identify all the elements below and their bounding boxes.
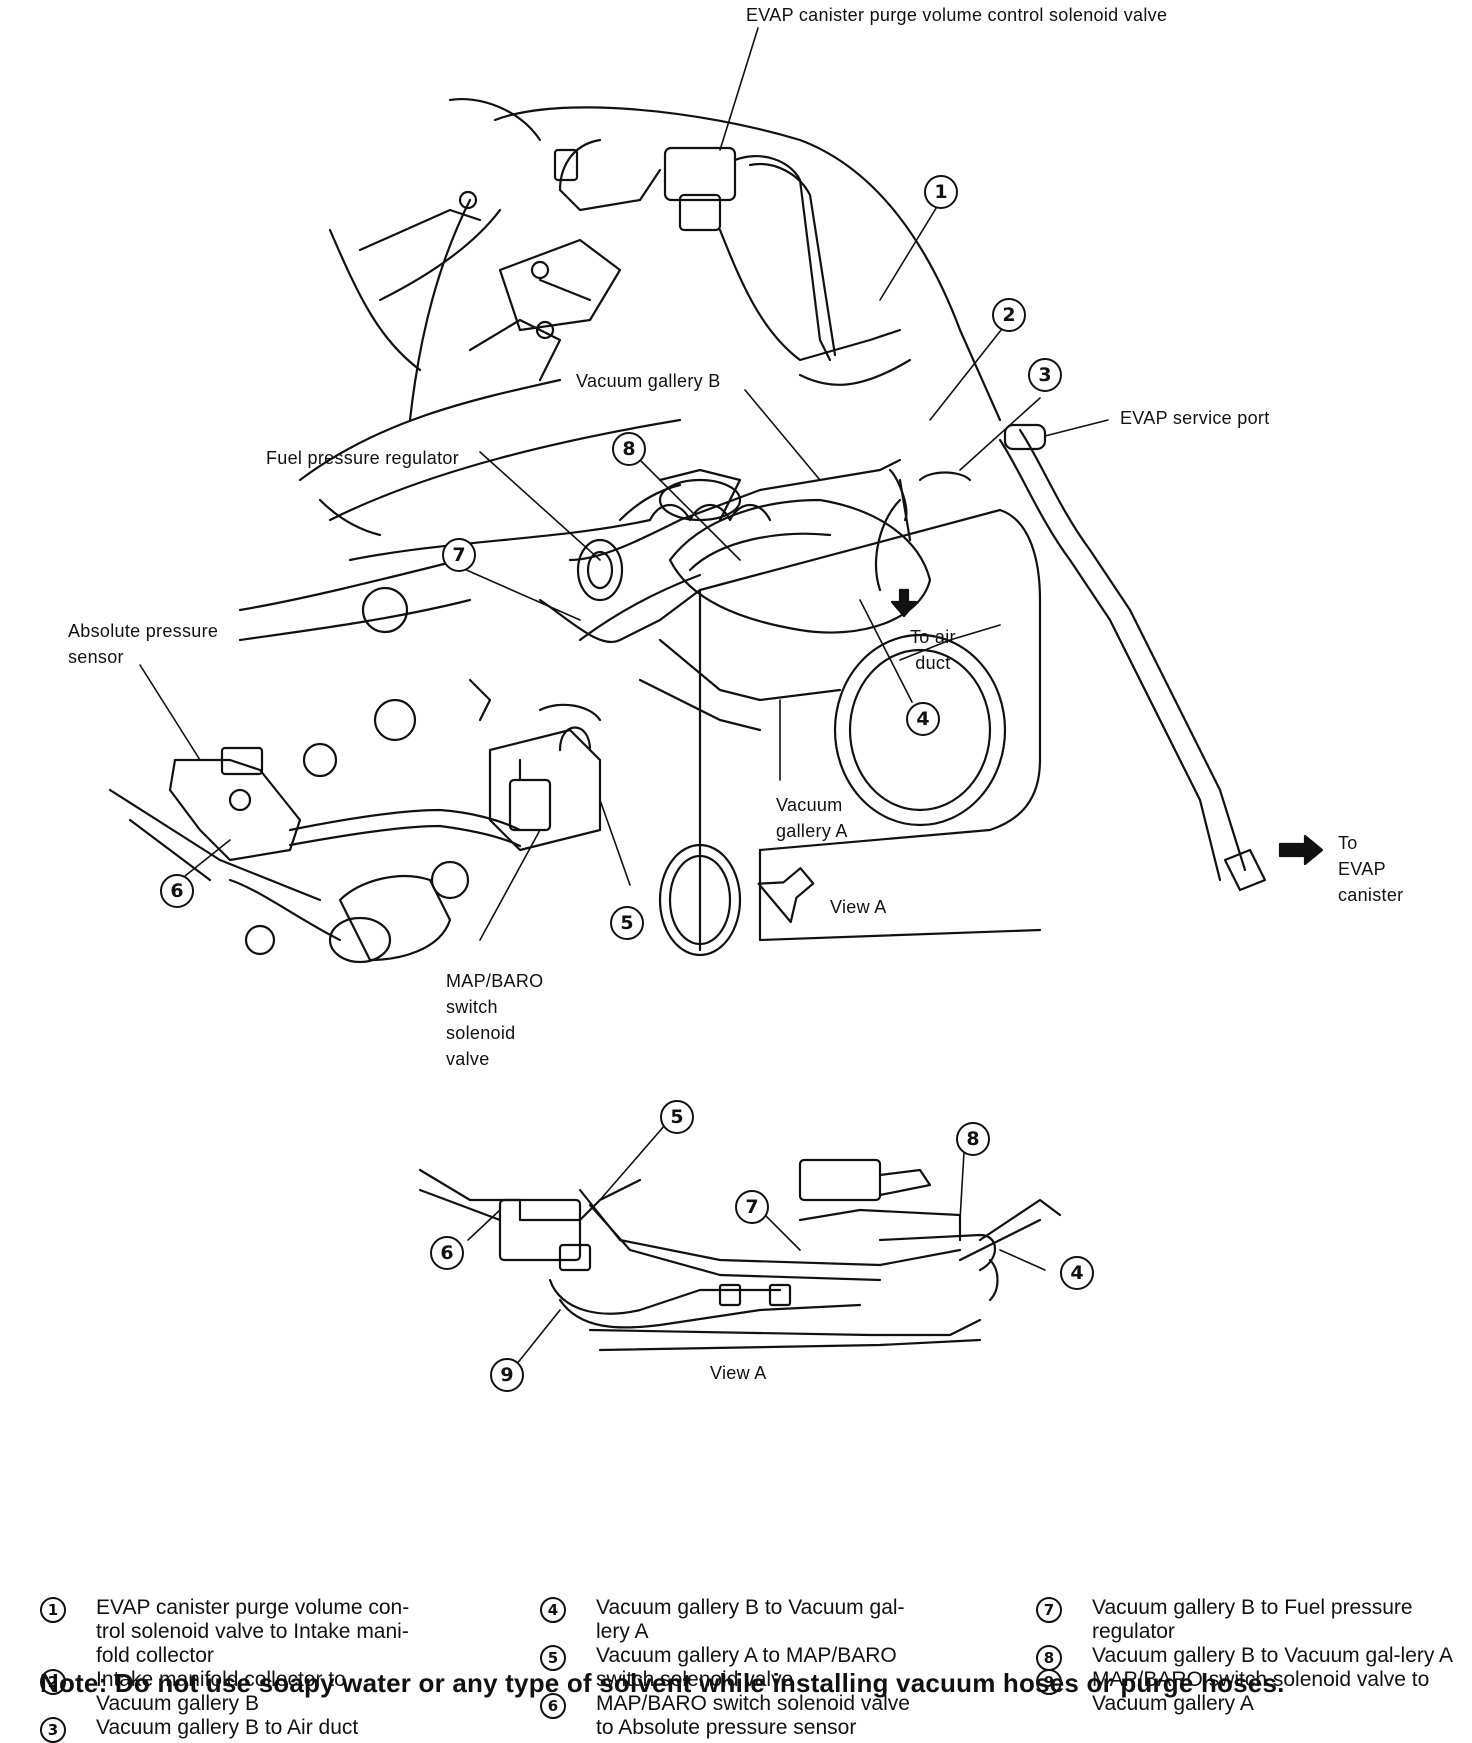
view-a-callout-8: 8 xyxy=(956,1122,990,1156)
legend-num-2: 2 xyxy=(40,1669,66,1695)
view-a-callout-7: 7 xyxy=(735,1190,769,1224)
label-map-baro-line3: solenoid xyxy=(446,1023,516,1043)
installation-note: Note: Do not use soapy water or any type… xyxy=(40,1668,1285,1698)
legend-num-5: 5 xyxy=(540,1645,566,1671)
legend-item-3: 3 Vacuum gallery B to Air duct xyxy=(40,1716,416,1743)
view-a-hose-routing xyxy=(418,1158,1062,1352)
legend-text-1: EVAP canister purge volume con-trol sole… xyxy=(96,1596,410,1667)
callout-3: 3 xyxy=(1028,358,1062,392)
callout-2: 2 xyxy=(992,298,1026,332)
callout-6: 6 xyxy=(160,874,194,908)
callout-4: 4 xyxy=(906,702,940,736)
label-view-a-bottom: View A xyxy=(710,1363,767,1383)
legend-item-5: 5 Vacuum gallery A to MAP/BARO switch so… xyxy=(540,1644,916,1692)
legend-text-5: Vacuum gallery A to MAP/BARO switch sole… xyxy=(596,1644,897,1691)
legend-num-6: 6 xyxy=(540,1693,566,1719)
label-to-evap-line2: EVAP xyxy=(1338,859,1386,879)
legend-text-9: MAP/BARO switch solenoid valve to Vacuum… xyxy=(1092,1668,1430,1715)
legend-item-4: 4 Vacuum gallery B to Vacuum gal-lery A xyxy=(540,1596,916,1644)
legend-text-3: Vacuum gallery B to Air duct xyxy=(96,1716,359,1739)
label-vacuum-gallery-a-line2: gallery A xyxy=(776,821,848,841)
evap-purge-solenoid xyxy=(553,138,912,386)
legend-text-8: Vacuum gallery B to Vacuum gal-lery A xyxy=(1092,1644,1454,1667)
legend-num-7: 7 xyxy=(1036,1597,1062,1623)
label-fuel-pressure-regulator: Fuel pressure regulator xyxy=(266,448,459,468)
throttle-body xyxy=(658,498,1042,957)
view-a-callout-5: 5 xyxy=(660,1100,694,1134)
legend-num-9: 9 xyxy=(1036,1669,1062,1695)
legend-item-2: 2 Intake manifold collector to Vacuum ga… xyxy=(40,1668,416,1716)
callout-5: 5 xyxy=(610,906,644,940)
view-a-arrow xyxy=(757,867,815,924)
legend-column-1: 1 EVAP canister purge volume con-trol so… xyxy=(40,1596,416,1743)
evap-service-port-hose xyxy=(998,423,1324,892)
label-evap-purge-valve: EVAP canister purge volume control solen… xyxy=(746,5,1168,25)
label-absolute-pressure-sensor: Absolute pressure sensor xyxy=(68,618,218,670)
label-map-baro-line4: valve xyxy=(446,1049,490,1069)
legend-item-8: 8 Vacuum gallery B to Vacuum gal-lery A xyxy=(1036,1644,1462,1671)
vacuum-gallery-hoses xyxy=(538,458,972,732)
label-view-a-top: View A xyxy=(830,897,887,917)
view-a-callout-6: 6 xyxy=(430,1236,464,1270)
legend-item-7: 7 Vacuum gallery B to Fuel pressure regu… xyxy=(1036,1596,1462,1644)
lower-manifold-parts xyxy=(244,586,492,964)
legend-text-6: MAP/BARO switch solenoid valve to Absolu… xyxy=(596,1692,910,1739)
label-map-baro-line2: switch xyxy=(446,997,498,1017)
label-to-air-duct: To air duct xyxy=(910,624,956,676)
legend-item-1: 1 EVAP canister purge volume con-trol so… xyxy=(40,1596,416,1668)
label-evap-service-port: EVAP service port xyxy=(1120,408,1270,428)
label-map-baro-solenoid: MAP/BARO switch solenoid valve xyxy=(446,968,543,1072)
label-vacuum-gallery-a: Vacuum gallery A xyxy=(776,792,848,844)
label-to-evap-canister: To EVAP canister xyxy=(1338,830,1403,908)
view-a-callout-4: 4 xyxy=(1060,1256,1094,1290)
to-air-duct-arrow xyxy=(890,588,918,618)
label-to-evap-line1: To xyxy=(1338,833,1358,853)
legend-text-2: Intake manifold collector to Vacuum gall… xyxy=(96,1668,346,1715)
legend-num-3: 3 xyxy=(40,1717,66,1743)
leader-lines xyxy=(139,27,1109,941)
intake-manifold xyxy=(108,98,1002,942)
view-a-callout-9: 9 xyxy=(490,1358,524,1392)
legend-item-6: 6 MAP/BARO switch solenoid valve to Abso… xyxy=(540,1692,916,1740)
fuel-pressure-regulator xyxy=(576,483,682,602)
legend-text-7: Vacuum gallery B to Fuel pressure regula… xyxy=(1092,1596,1413,1643)
label-absolute-pressure-line1: Absolute pressure xyxy=(68,621,219,641)
absolute-pressure-sensor xyxy=(168,746,522,862)
legend-item-9: 9 MAP/BARO switch solenoid valve to Vacu… xyxy=(1036,1668,1462,1716)
callout-7: 7 xyxy=(442,538,476,572)
legend-text-4: Vacuum gallery B to Vacuum gal-lery A xyxy=(596,1596,905,1643)
map-baro-solenoid xyxy=(488,703,602,852)
label-to-air-duct-line1: To air xyxy=(910,627,956,647)
callout-8: 8 xyxy=(612,432,646,466)
throttle-spring xyxy=(648,468,772,522)
legend-num-4: 4 xyxy=(540,1597,566,1623)
label-to-evap-line3: canister xyxy=(1338,885,1404,905)
legend-column-2: 4 Vacuum gallery B to Vacuum gal-lery A … xyxy=(540,1596,916,1740)
callout-1: 1 xyxy=(924,175,958,209)
label-vacuum-gallery-a-line1: Vacuum xyxy=(776,795,843,815)
label-absolute-pressure-line2: sensor xyxy=(68,647,124,667)
label-to-air-duct-line2: duct xyxy=(915,653,951,673)
label-map-baro-line1: MAP/BARO xyxy=(446,971,544,991)
legend-column-3: 7 Vacuum gallery B to Fuel pressure regu… xyxy=(1036,1596,1462,1716)
legend-num-1: 1 xyxy=(40,1597,66,1623)
label-vacuum-gallery-b: Vacuum gallery B xyxy=(576,371,721,391)
